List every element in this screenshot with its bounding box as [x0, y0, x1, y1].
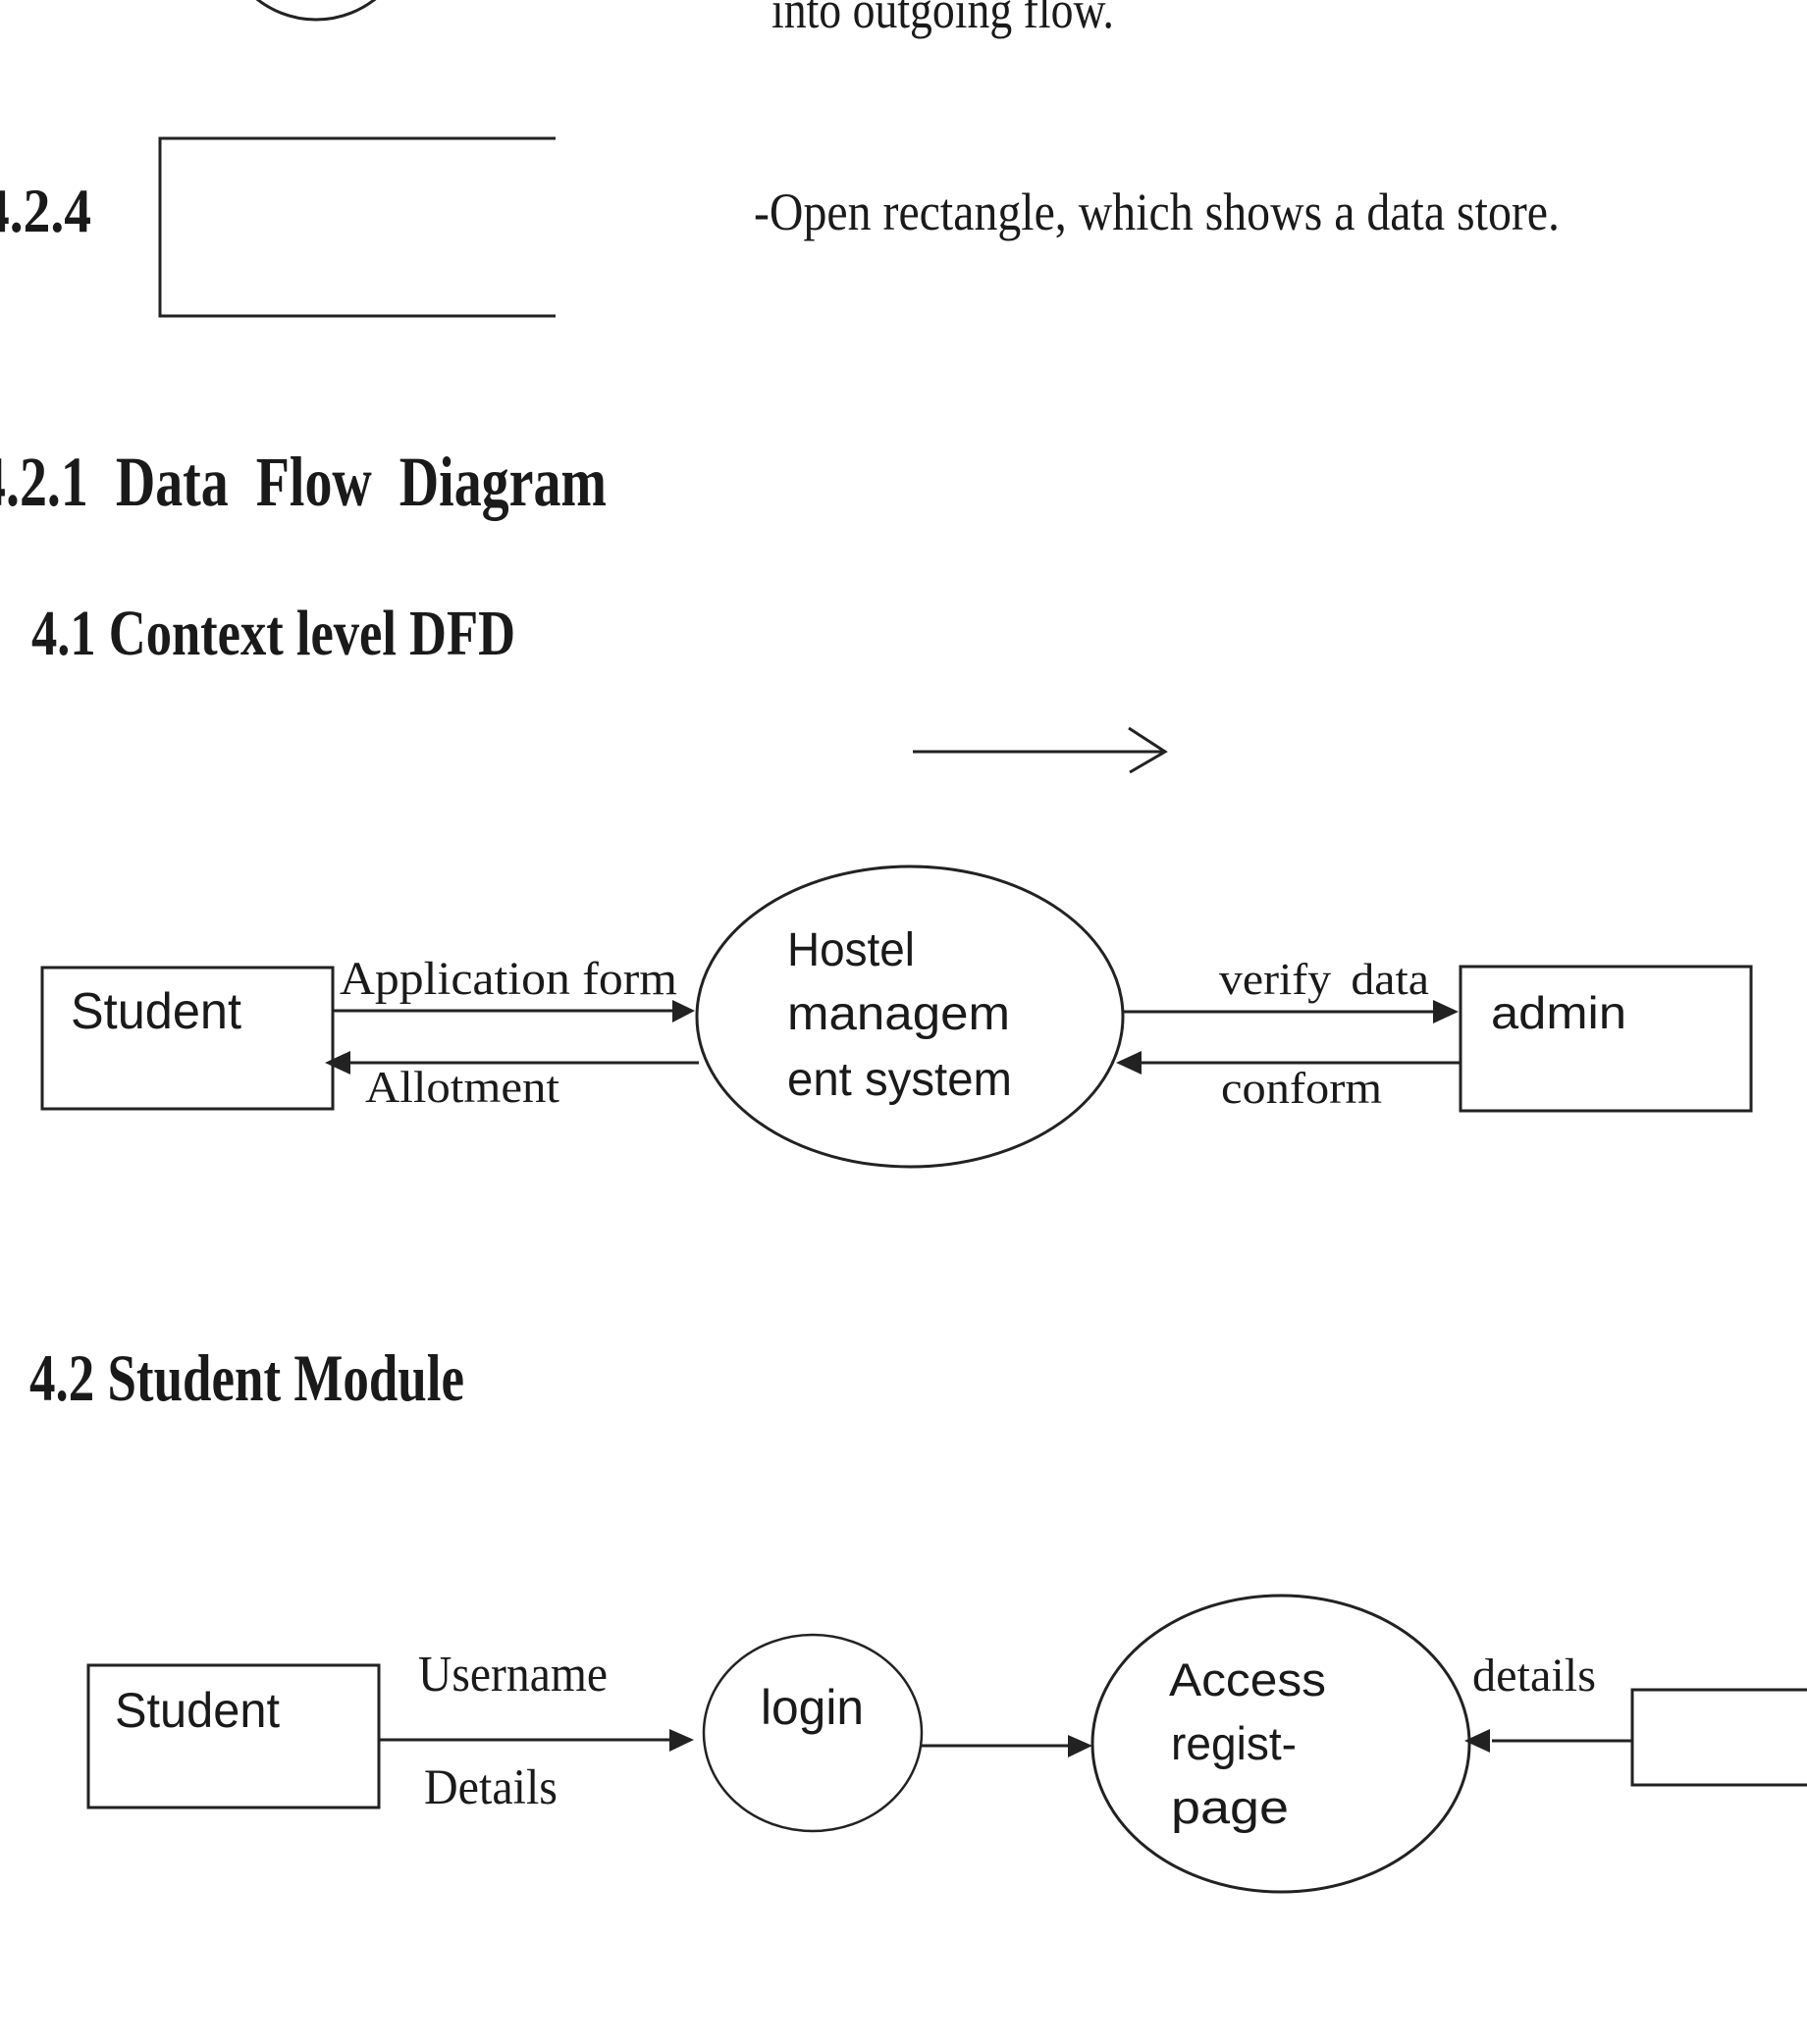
svg-text:regist-: regist-	[1171, 1717, 1297, 1769]
svg-text:conform: conform	[1221, 1063, 1382, 1113]
svg-text:4.1 Context level DFD: 4.1 Context level DFD	[31, 598, 515, 669]
svg-text:details: details	[1472, 1650, 1596, 1702]
svg-text:Details: Details	[424, 1760, 558, 1815]
svg-text:managem: managem	[787, 988, 1010, 1040]
svg-text:Student: Student	[115, 1683, 280, 1738]
svg-text:Username: Username	[418, 1647, 608, 1703]
svg-text:Student: Student	[71, 983, 242, 1040]
svg-text:-Open rectangle, which shows a: -Open rectangle, which shows a data stor…	[754, 183, 1560, 241]
svg-text:into outgoing flow.: into outgoing flow.	[771, 0, 1114, 39]
svg-text:Application form: Application form	[340, 953, 677, 1005]
svg-text:4.2 Student Module: 4.2 Student Module	[29, 1340, 464, 1415]
svg-text:login: login	[761, 1680, 864, 1735]
svg-text:Allotment: Allotment	[365, 1062, 559, 1112]
svg-text:verify data: verify data	[1219, 954, 1429, 1004]
svg-text:4.2.4: 4.2.4	[0, 176, 91, 245]
svg-text:admin: admin	[1491, 987, 1626, 1038]
svg-text:ent system: ent system	[787, 1054, 1012, 1106]
svg-text:4.2.1 Data Flow Diagram: 4.2.1 Data Flow Diagram	[0, 443, 607, 521]
svg-text:Access: Access	[1169, 1653, 1326, 1705]
svg-text:Hostel: Hostel	[787, 924, 915, 976]
svg-text:page: page	[1171, 1781, 1289, 1833]
